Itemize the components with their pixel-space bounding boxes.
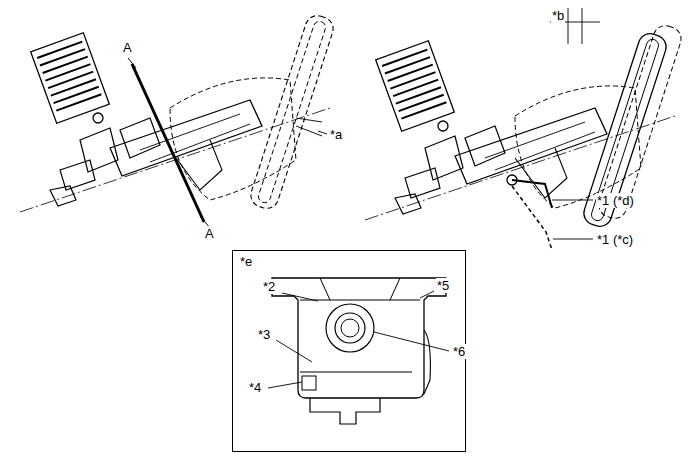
section-mark: A [122,40,133,55]
callout-label: *a [329,127,343,142]
callout-label: *4 [248,380,262,395]
callout-label: *5 [436,278,450,293]
callout-label: *6 [452,344,466,359]
view-label: *e [239,254,253,269]
callout-label: *3 [257,327,271,342]
callout-label: *2 [262,279,276,294]
callout-label: *1 (*d) [596,193,635,208]
callout-label: *b [551,8,565,23]
callout-label: *1 (*c) [596,232,634,247]
section-mark: A [204,226,215,241]
